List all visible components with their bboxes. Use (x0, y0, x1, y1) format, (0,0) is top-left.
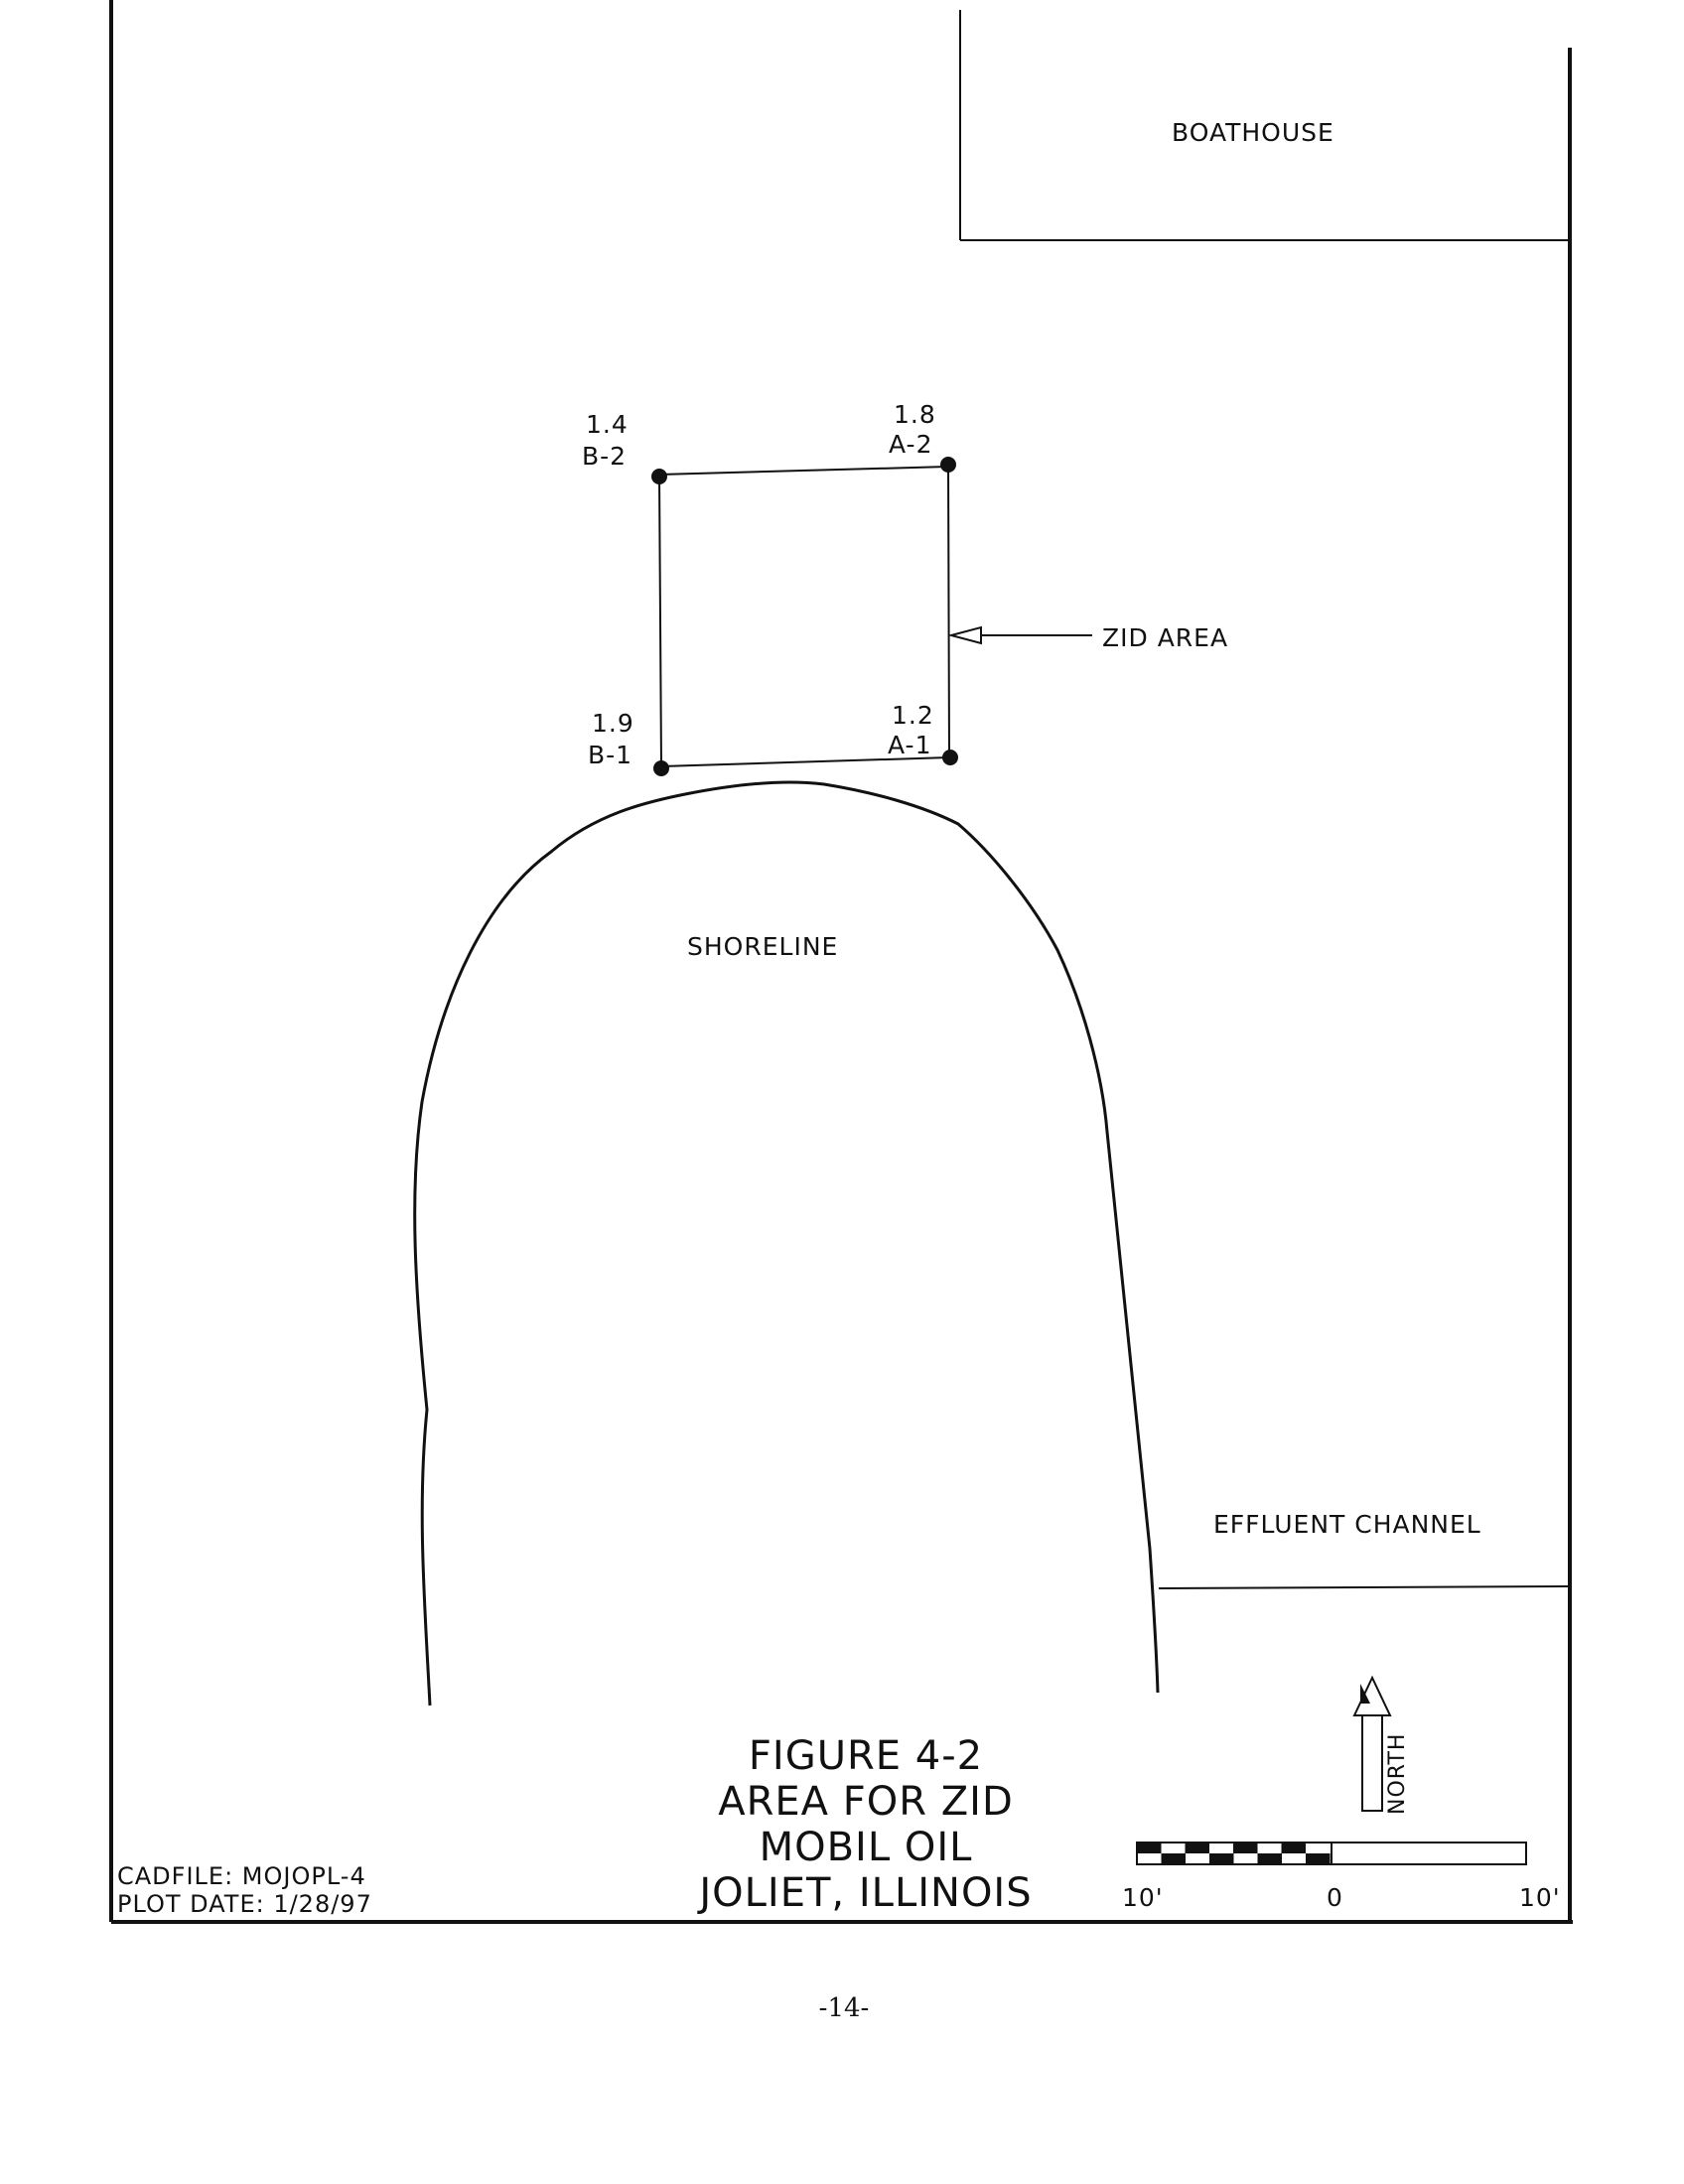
figure-title-line-4: JOLIET, ILLINOIS (696, 1870, 1032, 1916)
north-arrow-icon (1352, 1675, 1392, 1812)
shoreline-curve (413, 780, 1160, 1706)
scale-center-label: 0 (1327, 1883, 1343, 1912)
effluent-channel-line (1158, 1585, 1569, 1589)
boathouse-label: BOATHOUSE (1172, 118, 1334, 147)
scale-bar-checker (1137, 1843, 1331, 1864)
sample-point-a1 (942, 750, 958, 765)
point-a2-value: 1.8 (894, 400, 936, 429)
point-b2-value: 1.4 (586, 410, 629, 439)
point-a1-id: A-1 (888, 731, 931, 759)
sample-point-a2 (940, 457, 956, 473)
scale-right-label: 10' (1519, 1883, 1561, 1912)
figure-title-line-2: AREA FOR ZID (718, 1779, 1014, 1825)
point-a2-id: A-2 (889, 430, 932, 459)
zid-area-label: ZID AREA (1102, 623, 1228, 652)
figure-title-line-3: MOBIL OIL (760, 1825, 973, 1870)
sample-point-b1 (653, 760, 669, 776)
point-b2-id: B-2 (582, 442, 627, 471)
point-a1-value: 1.2 (892, 701, 934, 730)
scale-bar (1136, 1842, 1527, 1865)
plot-date-label: PLOT DATE: 1/28/97 (117, 1890, 372, 1918)
cadfile-label: CADFILE: MOJOPL-4 (117, 1862, 366, 1890)
sample-points (651, 457, 958, 776)
boathouse-outline (959, 10, 1568, 241)
shoreline-label: SHORELINE (687, 932, 838, 961)
page-number: -14- (819, 1993, 870, 2023)
point-b1-value: 1.9 (592, 709, 634, 738)
point-b1-id: B-1 (588, 741, 632, 769)
drawing-frame (109, 0, 1573, 1924)
north-label: NORTH (1385, 1733, 1410, 1815)
zid-leader-arrow-icon (947, 625, 1092, 645)
sample-point-b2 (651, 469, 667, 484)
scale-left-label: 10' (1122, 1883, 1164, 1912)
figure-title-line-1: FIGURE 4-2 (749, 1733, 983, 1779)
zid-square (658, 466, 950, 767)
effluent-channel-label: EFFLUENT CHANNEL (1213, 1510, 1481, 1539)
